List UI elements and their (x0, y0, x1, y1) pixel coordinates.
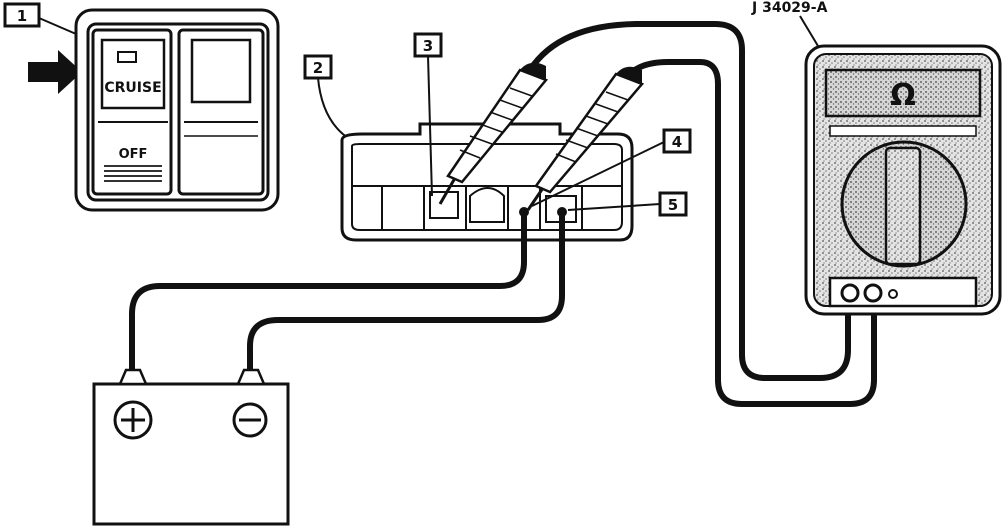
callout-2-text: 2 (313, 59, 323, 77)
battery (92, 368, 290, 526)
probe-lead-wires (527, 21, 877, 407)
rotary-dial[interactable] (840, 140, 968, 268)
cruise-switch-panel: CRUISE OFF (74, 8, 280, 212)
arrow-icon (28, 50, 82, 94)
probe-left (438, 62, 549, 205)
meter-label: J 34029-A (751, 0, 828, 47)
battery-lead-wires (129, 216, 565, 376)
callout-4-text: 4 (672, 133, 682, 151)
cruise-rocker-switch[interactable]: CRUISE OFF (91, 28, 173, 196)
plus-icon (113, 400, 153, 440)
off-label: OFF (119, 147, 148, 162)
minus-icon (232, 402, 268, 438)
multimeter: Ω (804, 44, 1002, 316)
callout-5-text: 5 (668, 196, 678, 214)
callout-1-text: 1 (17, 7, 27, 25)
ohm-icon: Ω (890, 78, 916, 113)
callout-3-text: 3 (423, 37, 433, 55)
callout-2: 2 (303, 54, 349, 139)
blank-rocker-switch[interactable] (177, 28, 265, 196)
meter-model-text: J 34029-A (751, 0, 828, 16)
meter-jacks[interactable] (840, 283, 898, 303)
callout-3: 3 (413, 32, 443, 197)
callout-4: 4 (531, 128, 692, 207)
callout-5: 5 (567, 191, 688, 217)
probe-right (526, 66, 645, 211)
cruise-label: CRUISE (104, 80, 161, 96)
